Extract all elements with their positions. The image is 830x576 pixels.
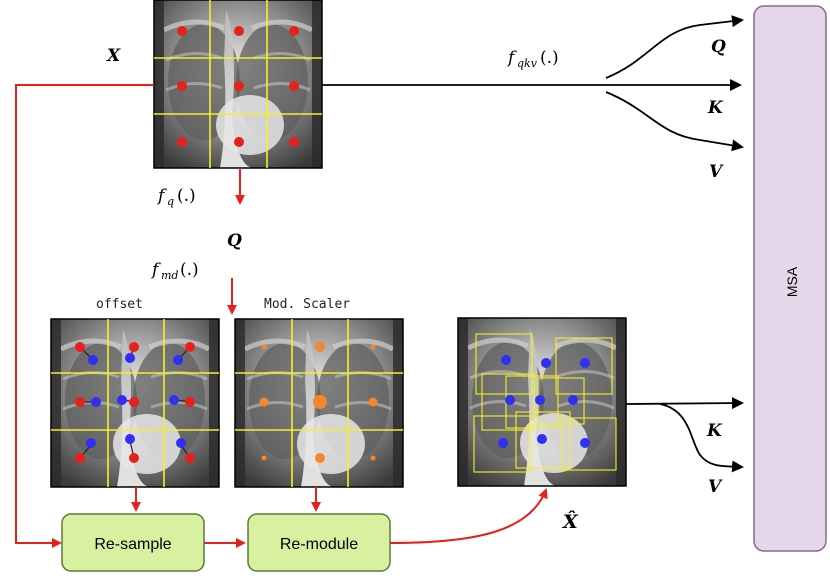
svg-text:(.): (.) [540,48,559,68]
q-mid-label: Q [227,231,242,251]
svg-text:md: md [161,269,178,282]
mod-scaler-title: Mod. Scaler [264,297,350,312]
svg-text:MSA: MSA [784,266,800,297]
input-x-label: X [106,46,121,66]
offset-reference-points [75,342,195,463]
reference-points [177,26,299,147]
k-bottom-label: K [706,421,723,441]
f-qkv-label: f qkv (.) [506,48,559,70]
resampled-image-panel [458,318,626,486]
skip-connection-arrow [15,84,154,548]
svg-text:Re-sample: Re-sample [94,536,171,553]
qkv-arrows [322,15,744,152]
x-hat-label: X̂ [562,511,579,533]
offset-image-panel [51,319,219,487]
msa-block: MSA [753,5,827,552]
svg-text:q: q [167,195,174,208]
svg-text:f: f [506,48,517,68]
q-top-label: Q [711,37,726,57]
svg-text:f: f [150,260,161,280]
f-q-label: f q (.) [156,186,196,208]
v-top-label: V [709,162,724,182]
svg-text:Re-module: Re-module [280,536,358,553]
svg-text:(.): (.) [180,260,199,280]
f-md-label: f md (.) [150,260,199,282]
offset-sampled-points [86,353,186,448]
kv-bottom-arrows [625,397,744,473]
resampled-points [498,355,590,448]
offset-title: offset [96,297,143,312]
svg-text:qkv: qkv [517,57,538,70]
k-top-label: K [707,98,724,118]
resample-box: Re-sample [61,513,205,572]
svg-text:f: f [156,186,167,206]
modulation-scalars [259,342,378,463]
v-bottom-label: V [708,477,723,497]
remodule-to-output-arrow [389,488,548,544]
input-image-panel [154,0,322,168]
input-grid-lines [154,0,322,168]
svg-text:(.): (.) [177,186,196,206]
remodule-box: Re-module [247,513,391,572]
mod-scaler-image-panel [235,319,403,487]
